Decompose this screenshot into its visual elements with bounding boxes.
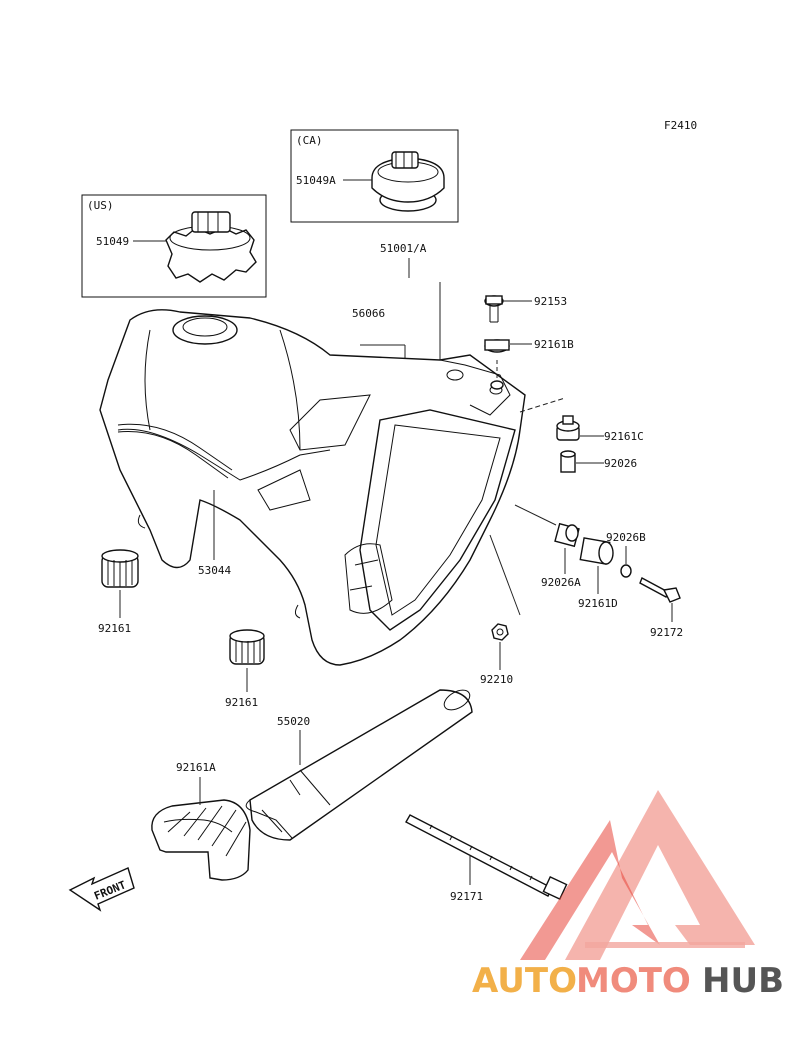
label-92161d: 92161D — [578, 597, 618, 610]
watermark-moto: MOTO — [576, 961, 691, 1001]
label-92210: 92210 — [480, 673, 513, 686]
fuel-tank — [99, 309, 526, 666]
label-92026a: 92026A — [541, 576, 581, 589]
collar-92026b — [620, 564, 632, 578]
damper-92161-left — [101, 549, 139, 588]
cover-55020 — [245, 689, 473, 841]
label-92161c: 92161C — [604, 430, 644, 443]
ca-variant-box — [290, 129, 459, 223]
label-53044: 53044 — [198, 564, 231, 577]
us-box-label: (US) — [87, 199, 114, 212]
watermark-hub: HUB — [702, 961, 784, 1001]
tank-strip — [117, 423, 233, 479]
fuel-cap-ca — [371, 151, 445, 212]
band-92171 — [405, 814, 568, 900]
automotohub-logo — [520, 790, 755, 960]
figure-code: F2410 — [664, 119, 697, 132]
collar-92026a — [554, 522, 580, 548]
watermark-auto: AUTO — [472, 961, 577, 1001]
label-56066: 56066 — [352, 307, 385, 320]
label-92161a: 92161A — [176, 761, 216, 774]
front-arrow-icon: FRONT — [68, 867, 135, 912]
fuel-cap-us — [165, 211, 257, 283]
label-92161-left: 92161 — [98, 622, 131, 635]
label-55020: 55020 — [277, 715, 310, 728]
mount-hole — [490, 380, 504, 390]
label-92026: 92026 — [604, 457, 637, 470]
label-51049: 51049 — [96, 235, 129, 248]
collar-92026 — [560, 450, 576, 473]
damper-92161-mid — [229, 629, 265, 665]
bolt-92153 — [484, 295, 504, 323]
label-51049a: 51049A — [296, 174, 336, 187]
damper-92161c — [556, 415, 580, 441]
ca-box-label: (CA) — [296, 134, 323, 147]
nut-92210 — [491, 623, 509, 641]
label-92161b: 92161B — [534, 338, 574, 351]
bolt-92172 — [639, 577, 681, 603]
label-92161-mid: 92161 — [225, 696, 258, 709]
label-92171: 92171 — [450, 890, 483, 903]
grommet-92161a — [151, 799, 251, 881]
label-92172: 92172 — [650, 626, 683, 639]
label-51001a: 51001/A — [380, 242, 427, 255]
us-variant-box — [81, 194, 267, 298]
damper-92161d — [579, 537, 614, 565]
damper-92161b — [484, 339, 510, 353]
label-92026b: 92026B — [606, 531, 646, 544]
label-92153: 92153 — [534, 295, 567, 308]
